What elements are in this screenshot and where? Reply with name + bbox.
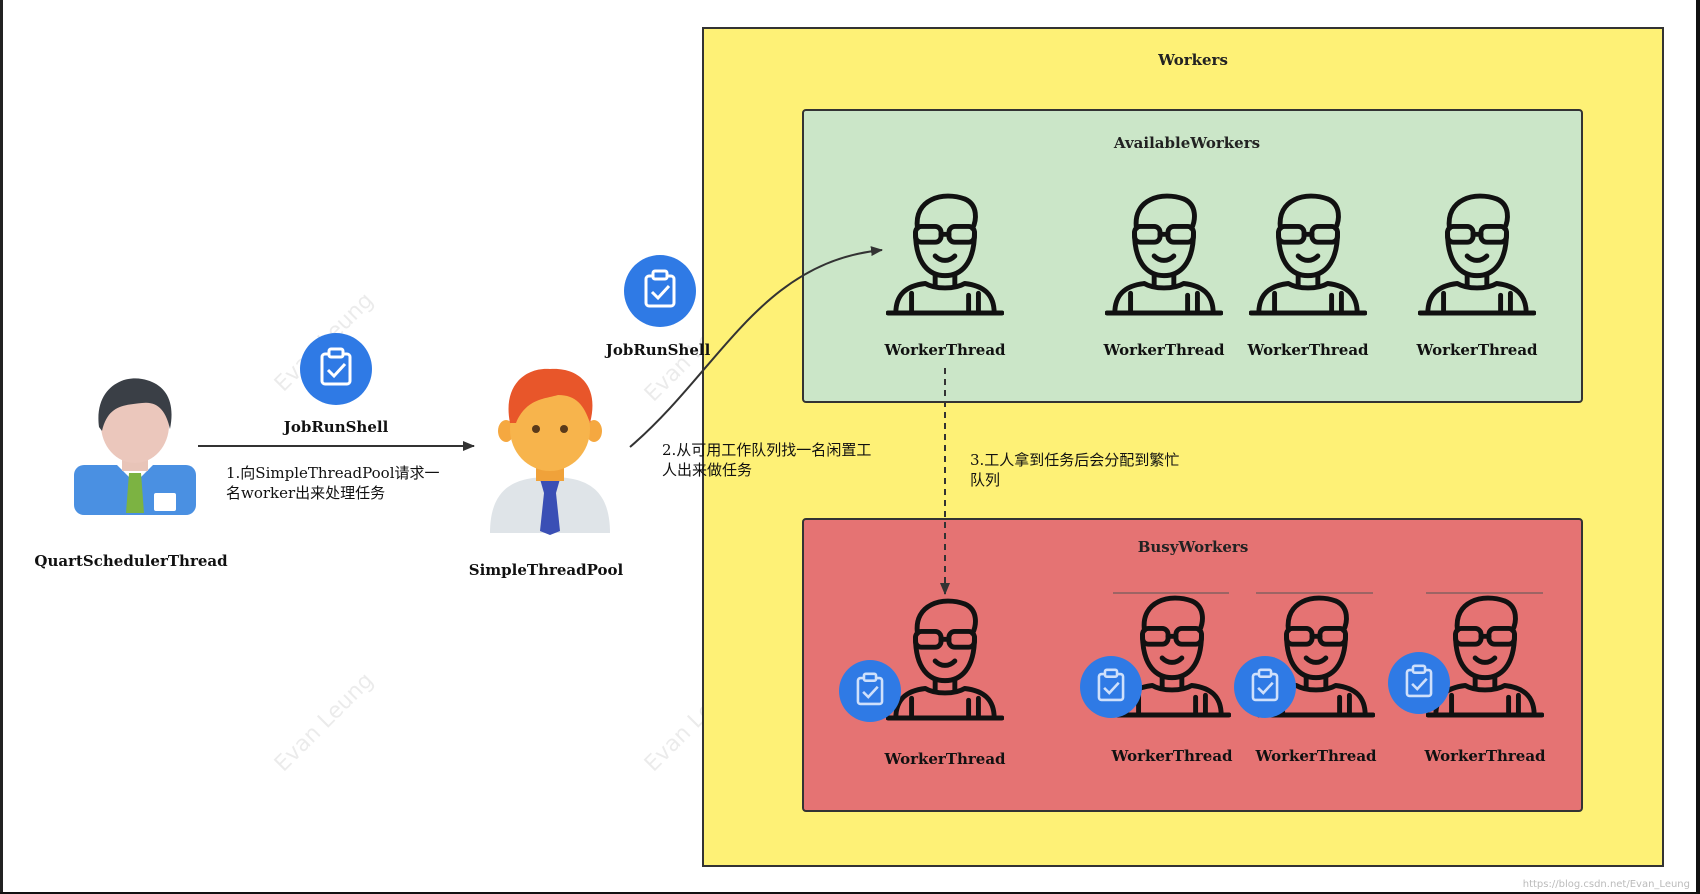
workers-title: Workers xyxy=(1158,51,1228,69)
available-worker-label: WorkerThread xyxy=(1416,341,1538,359)
worker-icon xyxy=(886,191,1004,317)
busy-worker-label: WorkerThread xyxy=(1111,747,1233,765)
task-icon xyxy=(1234,656,1296,718)
busy-worker-label: WorkerThread xyxy=(1424,747,1546,765)
worker-icon xyxy=(1249,191,1367,317)
scheduler-label: QuartSchedulerThread xyxy=(34,552,228,570)
scheduler-avatar-icon xyxy=(74,378,196,515)
available-workers-title: AvailableWorkers xyxy=(1113,134,1261,152)
available-worker-label: WorkerThread xyxy=(1103,341,1225,359)
worker-icon xyxy=(1105,191,1223,317)
credit-text: https://blog.csdn.net/Evan_Leung xyxy=(1522,879,1690,890)
left-border xyxy=(0,0,3,894)
worker-icon xyxy=(1418,191,1536,317)
jobrunshell-icon xyxy=(300,333,372,405)
worker-icon xyxy=(886,596,1004,722)
pool-avatar-icon xyxy=(490,368,610,535)
bottom-border xyxy=(0,892,1700,894)
jobrunshell-label-2: JobRunShell xyxy=(605,341,711,359)
jobrunshell-icon xyxy=(624,255,696,327)
busy-worker-label: WorkerThread xyxy=(1255,747,1377,765)
task-icon xyxy=(1388,652,1450,714)
task-icon xyxy=(839,660,901,722)
step1-note: 1.向SimpleThreadPool请求一 名worker出来处理任务 xyxy=(226,464,440,502)
right-border xyxy=(1696,0,1700,894)
jobrunshell-label-1: JobRunShell xyxy=(283,418,389,436)
available-worker-label: WorkerThread xyxy=(884,341,1006,359)
arrow-find-idle xyxy=(629,246,883,448)
busy-workers-title: BusyWorkers xyxy=(1137,538,1249,556)
step3-note: 3.工人拿到任务后会分配到繁忙 队列 xyxy=(970,451,1180,489)
available-worker-label: WorkerThread xyxy=(1247,341,1369,359)
step2-note: 2.从可用工作队列找一名闲置工 人出来做任务 xyxy=(662,441,872,479)
busy-worker-label: WorkerThread xyxy=(884,750,1006,768)
pool-label: SimpleThreadPool xyxy=(468,561,624,579)
task-icon xyxy=(1080,656,1142,718)
